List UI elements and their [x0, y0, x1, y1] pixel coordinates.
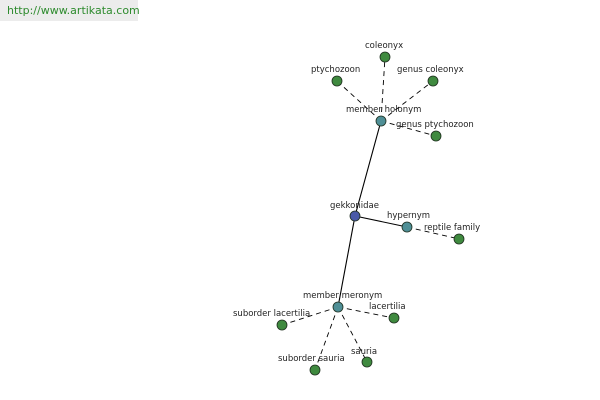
url-banner: http://www.artikata.com [0, 0, 140, 21]
leaf-node-coleonyx[interactable] [379, 51, 391, 63]
edge-member-meronym-suborder-lacertilia [281, 306, 339, 326]
leaf-label-suborder-lacertilia[interactable]: suborder lacertilia [233, 309, 310, 319]
leaf-label-suborder-sauria[interactable]: suborder sauria [278, 354, 345, 364]
leaf-node-genus-ptychozoon[interactable] [430, 130, 442, 142]
edge-member-holonym-genus-ptychozoon [380, 120, 437, 137]
leaf-label-genus-ptychozoon[interactable]: genus ptychozoon [396, 120, 474, 130]
leaf-node-sauria[interactable] [361, 356, 373, 368]
center-node-gekkonidae[interactable] [349, 210, 361, 222]
edge-gekkonidae-member-meronym [337, 215, 356, 308]
edge-gekkonidae-member-holonym [354, 120, 382, 217]
site-url-link[interactable]: http://www.artikata.com [7, 4, 140, 17]
edge-member-holonym-ptychozoon [336, 80, 382, 122]
leaf-label-sauria[interactable]: sauria [351, 347, 377, 357]
leaf-node-suborder-lacertilia[interactable] [276, 319, 288, 331]
edge-gekkonidae-hypernym [354, 215, 408, 228]
leaf-label-lacertilia[interactable]: lacertilia [369, 302, 406, 312]
leaf-label-genus-coleonyx[interactable]: genus coleonyx [397, 65, 464, 75]
leaf-label-reptile-family[interactable]: reptile family [424, 223, 480, 233]
leaf-label-ptychozoon[interactable]: ptychozoon [311, 65, 360, 75]
edge-member-holonym-genus-coleonyx [380, 80, 434, 122]
relation-label-hypernym[interactable]: hypernym [387, 211, 430, 221]
leaf-node-lacertilia[interactable] [388, 312, 400, 324]
relation-node-member-meronym[interactable] [332, 301, 344, 313]
graph-nodes [276, 51, 465, 376]
edge-member-meronym-suborder-sauria [314, 306, 339, 371]
center-label-gekkonidae[interactable]: gekkonidae [330, 201, 379, 211]
relation-node-hypernym[interactable] [401, 221, 413, 233]
leaf-label-coleonyx[interactable]: coleonyx [365, 41, 403, 51]
relation-label-member-meronym[interactable]: member meronym [303, 291, 382, 301]
edge-member-holonym-coleonyx [380, 56, 386, 122]
leaf-node-reptile-family[interactable] [453, 233, 465, 245]
leaf-node-suborder-sauria[interactable] [309, 364, 321, 376]
edge-member-meronym-lacertilia [337, 306, 395, 319]
graph-labels: coleonyx ptychozoon genus coleonyx genus pt… [233, 41, 480, 364]
leaf-node-genus-coleonyx[interactable] [427, 75, 439, 87]
relation-label-member-holonym[interactable]: member holonym [346, 105, 421, 115]
edge-member-meronym-sauria [337, 306, 368, 363]
leaf-node-ptychozoon[interactable] [331, 75, 343, 87]
graph-edges [281, 56, 460, 371]
relation-node-member-holonym[interactable] [375, 115, 387, 127]
